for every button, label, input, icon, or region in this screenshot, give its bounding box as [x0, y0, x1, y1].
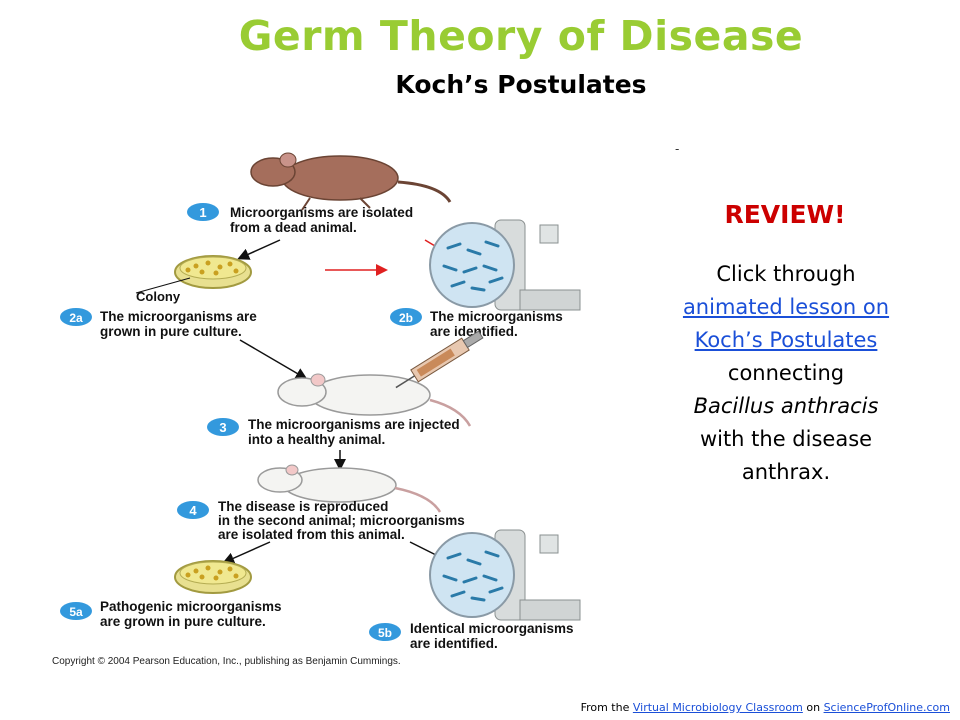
step-badge: 2a — [69, 311, 83, 325]
copyright-text: Copyright © 2004 Pearson Education, Inc.… — [52, 656, 401, 667]
healthy-mouse-injection-illustration — [277, 330, 484, 427]
dead-mouse-illustration — [250, 152, 452, 211]
step-text: in the second animal; microorganisms — [218, 513, 465, 528]
dash-mark: - — [675, 142, 680, 156]
step-2a: 2a The microorganisms are grown in pure … — [60, 308, 257, 339]
step-text: are identified. — [410, 636, 498, 651]
step-text: The disease is reproduced — [218, 499, 388, 514]
review-middle: connecting — [727, 361, 845, 385]
step-badge: 3 — [219, 420, 226, 435]
kochs-postulates-diagram: 1 Microorganisms are isolated from a dea… — [52, 152, 581, 667]
step-badge: 5b — [378, 626, 392, 640]
step-3: 3 The microorganisms are injected into a… — [207, 417, 460, 447]
review-text: Click through animated lesson on Koch’s … — [672, 258, 900, 489]
step-text: The microorganisms are — [100, 309, 257, 324]
microscope-illustration — [429, 219, 581, 311]
footer-connector: on — [806, 701, 821, 714]
step-5b: 5b Identical microorganisms are identifi… — [369, 621, 574, 651]
step-text: are isolated from this animal. — [218, 527, 405, 542]
animated-lesson-link[interactable]: animated lesson on Koch’s Postulates — [682, 295, 890, 352]
step-text: into a healthy animal. — [248, 432, 385, 447]
colony-label: Colony — [136, 289, 181, 304]
step-5a: 5a Pathogenic microorganisms are grown i… — [60, 599, 282, 629]
step-text: The microorganisms are injected — [248, 417, 460, 432]
step-text: are identified. — [430, 324, 518, 339]
review-heading: REVIEW! — [724, 200, 846, 229]
step-text: Pathogenic microorganisms — [100, 599, 282, 614]
step-text: from a dead animal. — [230, 220, 357, 235]
scienceprofonline-link[interactable]: ScienceProfOnline.com — [823, 701, 950, 714]
virtual-microbiology-classroom-link[interactable]: Virtual Microbiology Classroom — [632, 701, 803, 714]
step-2b: 2b The microorganisms are identified. — [390, 308, 563, 339]
step-4: 4 The disease is reproduced in the secon… — [177, 499, 465, 542]
step-1: 1 Microorganisms are isolated from a dea… — [187, 203, 413, 235]
review-intro: Click through — [716, 262, 856, 286]
review-outro: with the disease anthrax. — [699, 427, 873, 484]
sick-mouse-illustration — [257, 464, 442, 513]
step-text: Identical microorganisms — [410, 621, 574, 636]
step-badge: 1 — [199, 205, 206, 220]
step-text: grown in pure culture. — [100, 324, 242, 339]
step-badge: 4 — [189, 503, 197, 518]
petri-dish-colonies — [174, 255, 252, 289]
microscope-illustration — [429, 529, 581, 621]
page-subtitle: Koch’s Postulates — [395, 70, 647, 99]
step-text: Microorganisms are isolated — [230, 205, 413, 220]
page-title: Germ Theory of Disease — [238, 12, 804, 60]
petri-dish-colonies — [174, 560, 252, 594]
step-text: The microorganisms — [430, 309, 563, 324]
step-badge: 5a — [69, 605, 83, 619]
step-badge: 2b — [399, 311, 413, 325]
step-text: are grown in pure culture. — [100, 614, 266, 629]
footer-prefix: From the — [580, 701, 630, 714]
species-name: Bacillus anthracis — [693, 394, 879, 418]
source-footer: From the Virtual Microbiology Classroom … — [581, 701, 950, 714]
